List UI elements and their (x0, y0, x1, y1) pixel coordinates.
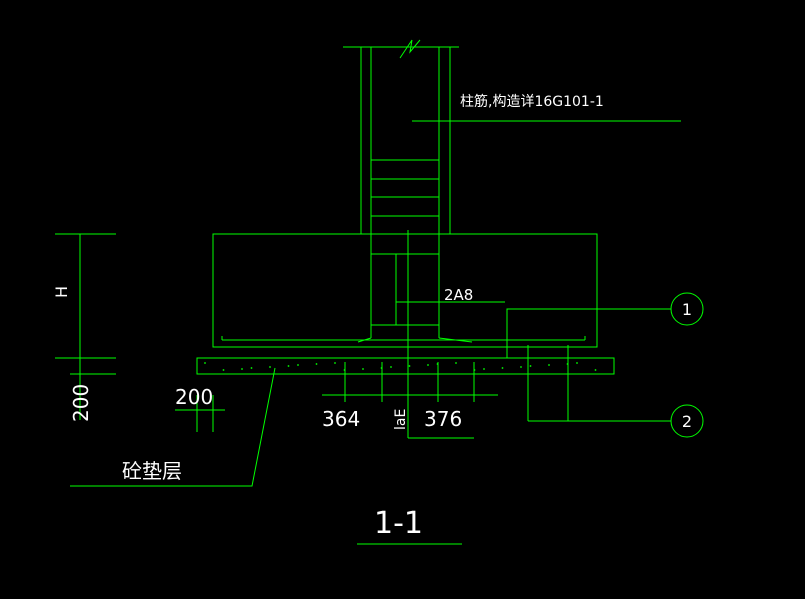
hatch-dot (529, 365, 532, 367)
footing-outline (212, 233, 598, 348)
callout-1-circle (670, 292, 704, 326)
hatch-dot (343, 369, 346, 371)
hatch-dot (436, 363, 439, 365)
dim-364-label: 364 (322, 407, 360, 431)
hatch-dot (269, 366, 271, 368)
hatch-dot (222, 369, 225, 371)
callout-1-label: 1 (682, 300, 692, 319)
hatch-dot (362, 368, 364, 370)
callout-2-circle (670, 404, 704, 438)
column-rebar-note: 柱筋,构造详16G101-1 (460, 93, 604, 110)
cushion-hatch (204, 362, 597, 371)
dim-200-horizontal-label: 200 (175, 385, 213, 409)
cushion-layer-label: 砼垫层 (122, 459, 182, 483)
section-title: 1-1 (374, 506, 423, 541)
callout-2-label: 2 (682, 412, 692, 431)
hatch-dot (250, 367, 253, 369)
cushion-leader (70, 367, 276, 487)
hatch-dot (334, 362, 336, 364)
hatch-dot (204, 362, 206, 364)
hatch-dot (315, 363, 318, 365)
stirrup-spec: 2A8 (444, 286, 473, 304)
hatch-dot (408, 365, 411, 367)
hatch-dot (473, 369, 476, 371)
hatch-dot (241, 368, 243, 370)
hatch-dot (501, 367, 504, 369)
hatch-dot (483, 368, 485, 370)
hatch-dot (548, 364, 550, 366)
hatch-dot (576, 362, 578, 364)
hatch-dot (520, 366, 522, 368)
hatch-dot (297, 364, 299, 366)
hatch-dot (427, 364, 429, 366)
hatch-dot (455, 362, 457, 364)
hatch-dot (390, 366, 392, 368)
cushion-layer (196, 357, 615, 375)
break-mark (399, 39, 421, 59)
dim-lae-label: laE (393, 409, 409, 430)
text-labels: 柱筋,构造详16G101-1 2A8 砼垫层 H 200 200 364 376… (52, 93, 692, 541)
callout-1-leader (506, 308, 671, 358)
dim-200-vertical-label: 200 (69, 384, 93, 422)
hatch-dot (566, 363, 569, 365)
structure-lines (55, 39, 704, 545)
dim-376-label: 376 (424, 407, 462, 431)
hatch-dot (594, 369, 597, 371)
dim-h-label: H (52, 286, 71, 298)
hatch-dot (380, 367, 383, 369)
hatch-dot (287, 365, 290, 367)
